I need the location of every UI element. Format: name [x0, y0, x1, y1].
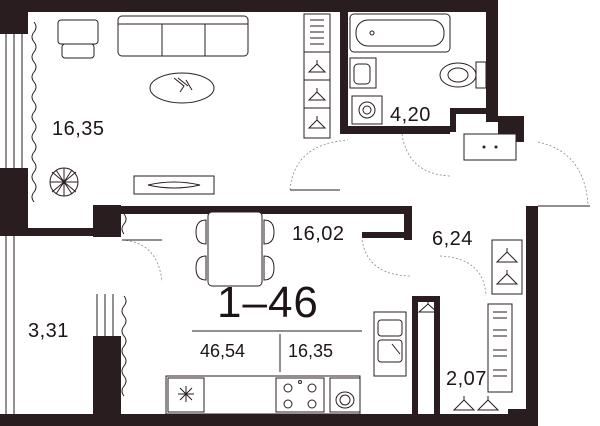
wardrobe-right-wall	[434, 296, 440, 414]
balcony-top-wall	[0, 228, 120, 236]
bottom-wall	[0, 414, 514, 426]
kitchen-furniture	[165, 211, 407, 415]
bath-left-wall	[340, 6, 348, 134]
dining-table	[207, 211, 263, 287]
total-area: 46,54	[200, 341, 246, 361]
bath-shaft-left	[450, 110, 456, 132]
living-room-furniture	[49, 13, 331, 197]
left-top-pillar	[0, 0, 28, 34]
right-lower-wall	[526, 206, 538, 426]
room-area-bathroom: 4,20	[390, 104, 431, 126]
room-area-kitchen: 16,02	[292, 223, 345, 245]
living-area: 16,35	[288, 341, 334, 361]
left-bottom-pillar	[93, 336, 121, 426]
sofa	[117, 15, 249, 57]
kitchen-wall-stub	[404, 206, 412, 240]
kitchen-right-wall	[412, 296, 418, 414]
apartment-number: 1–46	[217, 278, 319, 327]
right-bottom-corner	[508, 409, 538, 426]
bathroom-fixtures	[349, 13, 487, 125]
right-upper-wall	[486, 0, 498, 122]
hallway-furniture	[417, 133, 523, 411]
bath-shaft-top	[450, 108, 498, 114]
toilet	[439, 61, 487, 89]
room-area-balcony: 3,31	[28, 320, 69, 342]
room-area-hallway: 6,24	[432, 228, 473, 250]
bath-bottom-wall	[340, 126, 450, 134]
plant-icon	[49, 167, 79, 197]
top-wall	[0, 0, 498, 12]
snowflake-icon	[178, 386, 194, 402]
room-area-wardrobe: 2,07	[446, 368, 487, 390]
living-kitchen-wall	[112, 206, 412, 214]
wardrobe-shelves	[487, 303, 513, 393]
left-mid-pillar	[0, 168, 28, 228]
coffee-table	[149, 72, 215, 104]
room-area-living: 16,35	[52, 118, 105, 140]
windows	[5, 21, 127, 414]
hallway-shelf	[463, 133, 517, 161]
doors	[121, 133, 590, 297]
kitchen-hall-stub	[362, 232, 412, 238]
wardrobe-top-wall	[412, 296, 440, 302]
living-wardrobe	[303, 13, 331, 139]
